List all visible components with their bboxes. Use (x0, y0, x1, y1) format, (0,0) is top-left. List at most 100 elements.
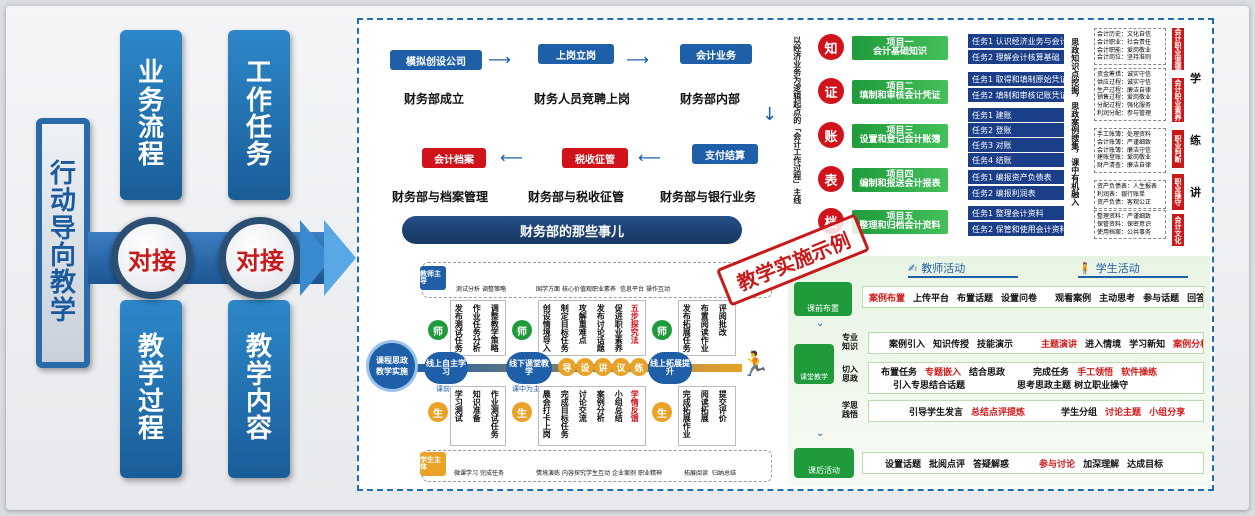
teacher-tag-text: 教师主导 (420, 270, 441, 285)
stage-text: 线上自主学习 (426, 358, 466, 376)
teacher-col: 评阅批改 (718, 304, 728, 336)
flow-box-label: 税收征管 (575, 154, 615, 166)
red-label: 会计职业道德 (1172, 28, 1184, 70)
student-col: 完成拓展作业 (682, 390, 692, 438)
in-step: 学思践悟 (842, 401, 858, 419)
icon-caption: 微课学习 (454, 470, 479, 477)
arrow-right-icon: ⟶ (488, 50, 511, 69)
student-tag-text: 学生主体 (420, 456, 441, 471)
note-line: 会计岗位：坚持准则 (1097, 54, 1152, 62)
task-bar: 任务3 对账 (968, 138, 1064, 152)
chevron-down-icon: ⌄ (816, 318, 825, 329)
note-line: 手工账簿：处理资料 (1097, 131, 1152, 138)
student-col: 小组总结 (614, 390, 624, 422)
task-bar: 任务2 编报利润表 (968, 186, 1064, 200)
col2-char: 流 (137, 113, 164, 143)
stage-sub: 课前 (436, 385, 450, 393)
activity-item: 布置任务 (881, 368, 918, 378)
stage-text: 线下课堂教学 (509, 358, 549, 376)
student-col: 讨论交流 (578, 390, 588, 422)
in-step: 专业知识 (842, 333, 858, 351)
project-panel: 以经济业务为逻辑起点的「会计工作过程」主线 知 证 账 表 档 项目一会计基础知… (788, 24, 1210, 250)
activity-item: 小组分享 (1149, 407, 1186, 418)
col1-char: 学 (49, 295, 76, 326)
note-line: 建账登账：爱岗敬业 (1097, 154, 1152, 162)
icon-caption: 完成任务 (480, 470, 505, 477)
note-box: 资产负债表：人生报表利润表：银行账单资产负债：客观公正 (1094, 180, 1166, 210)
post-class-text: 课后活动 (808, 466, 840, 475)
pre-class-text: 课前布置 (807, 304, 839, 313)
activity-row-practice: 引导学生发言总结点评提炼 学生分组讨论主题小组分享 (868, 400, 1204, 422)
note-line: 销售过程：爱岗敬业 (1097, 94, 1152, 102)
activity-item: 案例分析 (1173, 339, 1203, 350)
col3-char: 工 (245, 58, 272, 89)
col3-char: 任 (245, 113, 272, 143)
col2-char: 程 (137, 414, 164, 445)
connect-circle-1: 对接 (111, 217, 193, 299)
teaching-content-box: 教 学 内 容 (228, 300, 290, 478)
activity-item: 引导学生发言 (909, 407, 964, 418)
flow-box-label: 会计业务 (696, 50, 736, 62)
flow-box-tax: 税收征管 (562, 148, 628, 168)
flow-box-payment: 支付结算 (692, 144, 758, 164)
roadmap-panel: 教师主导 测试分析 调整策略 国学方面 核心价值观 职业素养 信息平台 操作互动… (362, 256, 780, 486)
stage-sub: 课中为主 (512, 385, 540, 393)
col1-char: 行 (49, 159, 76, 190)
teacher-icon: ✍ (908, 261, 918, 275)
step-circle: 导 (558, 358, 576, 376)
teacher-col: 制定目标任务 (560, 304, 570, 352)
icon-caption: 内容探究 (562, 470, 587, 477)
step-circle: 设 (576, 358, 594, 376)
student-col: 提交评价 (718, 390, 728, 422)
col3-char: 作 (245, 85, 272, 116)
activity-item: 技能演示 (977, 339, 1014, 350)
char-circle: 账 (818, 122, 844, 148)
task-bar: 任务2 理解会计核算基础 (968, 50, 1064, 64)
col3-char: 学 (245, 359, 272, 390)
logic-mainline-text: 以经济业务为逻辑起点的「会计工作过程」主线 (792, 36, 802, 204)
activity-item: 学习新知 (1129, 339, 1166, 350)
task-bar: 任务2 填制和审核记账凭证 (968, 88, 1068, 102)
col1-char: 教 (49, 268, 76, 299)
task-bar: 任务1 取得和填制原始凭证 (968, 72, 1068, 86)
note-line: 保管资料：保密意识 (1097, 220, 1152, 228)
in-class-tag: 课堂教学 (794, 344, 834, 384)
teacher-header: ✍教师活动 (908, 260, 1018, 278)
activity-item: 讨论主题 (1105, 407, 1142, 418)
activity-item: 案例布置 (869, 293, 906, 304)
project-title: 设置和登记会计账簿 (859, 135, 941, 145)
note-line: 资产负债：客观公正 (1097, 198, 1152, 206)
project-name: 项目一 (886, 37, 914, 48)
student-col-group (450, 386, 506, 446)
banner-text: 财务部的那些事儿 (519, 224, 624, 240)
action-oriented-teaching-box: 行 动 导 向 教 学 (36, 118, 90, 368)
flow-caption: 财务部与档案管理 (392, 190, 489, 204)
side-word: 学 (1190, 72, 1201, 85)
flow-caption: 财务人员竞聘上岗 (534, 92, 631, 106)
char-circle: 表 (818, 166, 844, 192)
teacher-mark: 师 (652, 320, 672, 340)
icon-caption: 操作互动 (646, 286, 671, 293)
flow-caption: 财务部与税收征管 (528, 190, 625, 204)
project-bar: 项目四编制和报送会计报表 (852, 168, 948, 192)
arrow-right-icon: ⟶ (626, 50, 649, 69)
note-box: 会计历史：文化自信会计职业：社会责任会计职能：爱岗敬业会计岗位：坚持准则 (1094, 28, 1166, 66)
red-label: 会计职业素养 (1172, 78, 1184, 122)
teacher-col-group (450, 300, 506, 356)
connect-circle-2: 对接 (219, 217, 301, 299)
teaching-process-box: 教 学 过 程 (120, 300, 182, 478)
flow-box-label: 支付结算 (705, 150, 745, 162)
student-col-highlight: 学情反馈 (630, 390, 640, 422)
task-bar: 任务1 编报资产负债表 (968, 170, 1064, 184)
char-circle: 证 (818, 78, 844, 104)
activity-item: 参与讨论 (1039, 459, 1076, 470)
teacher-mark: 师 (428, 320, 448, 340)
note-line: 会计职能：爱岗敬业 (1097, 46, 1152, 54)
running-figure-icon: 🏃 (740, 350, 770, 378)
side-word: 讲 (1190, 186, 1201, 199)
work-task-box: 工 作 任 务 (228, 30, 290, 200)
col3-char: 务 (245, 140, 272, 171)
icon-caption: 情境演练 (536, 470, 561, 477)
student-col: 学习测试 (454, 390, 464, 422)
start-circle: 课程思政教学实施 (366, 340, 418, 392)
